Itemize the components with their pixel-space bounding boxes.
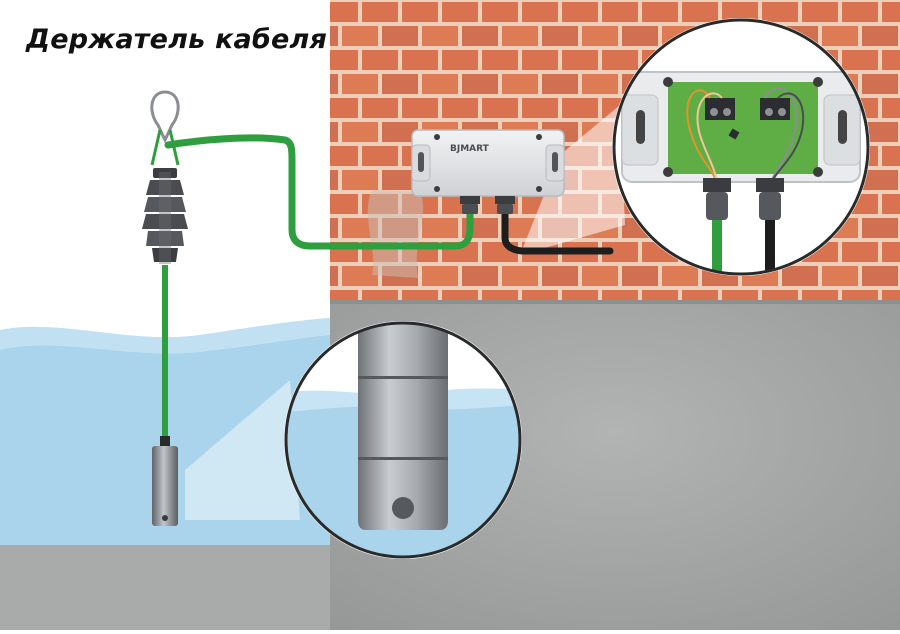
junction-box-icon: BJMART — [411, 129, 565, 197]
cable-holder-icon — [142, 90, 188, 264]
zoom-detail-sensor — [284, 321, 522, 559]
zoom-beam-top — [520, 105, 625, 255]
box-brand-label: BJMART — [450, 144, 490, 154]
zoom-beam-bottom — [185, 380, 300, 520]
diagram-title: Держатель кабеля — [26, 24, 328, 55]
green-signal-cable — [162, 134, 474, 440]
black-power-cable — [501, 208, 614, 255]
terminal-block-icon — [705, 98, 790, 120]
zoom-detail-box-interior — [612, 18, 870, 276]
cable-gland-icon — [460, 196, 515, 214]
level-sensor-icon — [152, 436, 178, 526]
